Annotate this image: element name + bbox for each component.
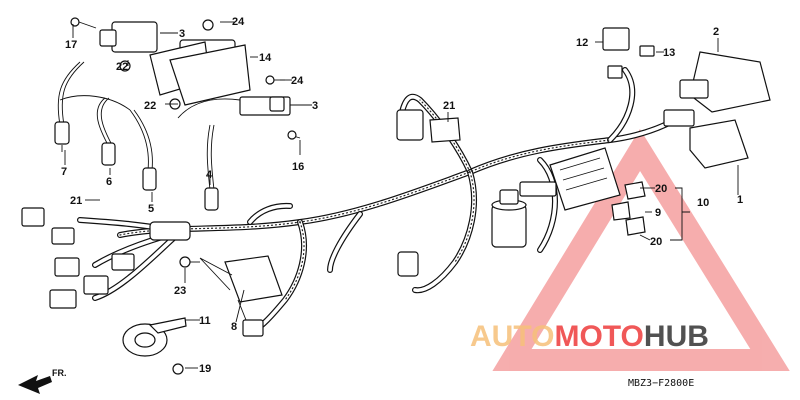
callout-20a: 20 bbox=[655, 183, 667, 195]
callout-19: 19 bbox=[199, 363, 211, 375]
callout-24a: 24 bbox=[232, 16, 245, 28]
callout-21a: 21 bbox=[70, 195, 82, 207]
callout-3a: 3 bbox=[179, 28, 185, 40]
leader-lines bbox=[64, 21, 739, 369]
callout-2: 2 bbox=[713, 26, 719, 38]
drawing-code: MBZ3−F2800E bbox=[628, 378, 694, 389]
callout-14: 14 bbox=[259, 52, 272, 64]
callout-23: 23 bbox=[174, 285, 186, 297]
callout-1: 1 bbox=[737, 194, 743, 206]
callout-22a: 22 bbox=[116, 61, 128, 73]
sensors-left bbox=[54, 61, 241, 211]
callout-3b: 3 bbox=[312, 100, 318, 112]
callout-20b: 20 bbox=[650, 236, 662, 248]
callout-9: 9 bbox=[655, 207, 661, 219]
callout-10: 10 bbox=[697, 197, 709, 209]
callout-numbers: 1 2 3 3 4 5 6 7 8 9 10 11 12 13 14 16 17… bbox=[61, 16, 743, 375]
ecu-and-relays bbox=[602, 27, 771, 169]
callout-11: 11 bbox=[199, 315, 211, 327]
main-wire-harness bbox=[77, 67, 678, 333]
callout-8: 8 bbox=[231, 321, 237, 333]
cylinder-component bbox=[397, 189, 527, 277]
regulator-part-8 bbox=[179, 255, 283, 337]
watermark-triangle bbox=[492, 128, 790, 371]
callout-17: 17 bbox=[65, 39, 77, 51]
callout-16: 16 bbox=[292, 161, 304, 173]
callout-7: 7 bbox=[61, 166, 67, 178]
connector-21-upper bbox=[396, 109, 461, 143]
callout-5: 5 bbox=[148, 203, 154, 215]
callout-21b: 21 bbox=[443, 100, 455, 112]
watermark-text: AUTOMOTOHUB bbox=[470, 320, 709, 353]
callout-4: 4 bbox=[206, 169, 213, 181]
fuse-box bbox=[519, 147, 646, 236]
horn-part-11 bbox=[122, 317, 187, 375]
callout-13: 13 bbox=[663, 47, 675, 59]
callout-6: 6 bbox=[106, 176, 112, 188]
left-connectors bbox=[21, 207, 191, 309]
direction-label: FR. bbox=[52, 368, 67, 378]
callout-12: 12 bbox=[576, 37, 588, 49]
watermark-logo: AUTOMOTOHUB bbox=[470, 320, 709, 353]
ignition-coil-assembly bbox=[70, 17, 301, 140]
callout-24b: 24 bbox=[291, 75, 304, 87]
front-direction-arrow: FR. bbox=[18, 368, 67, 394]
callout-22b: 22 bbox=[144, 100, 156, 112]
